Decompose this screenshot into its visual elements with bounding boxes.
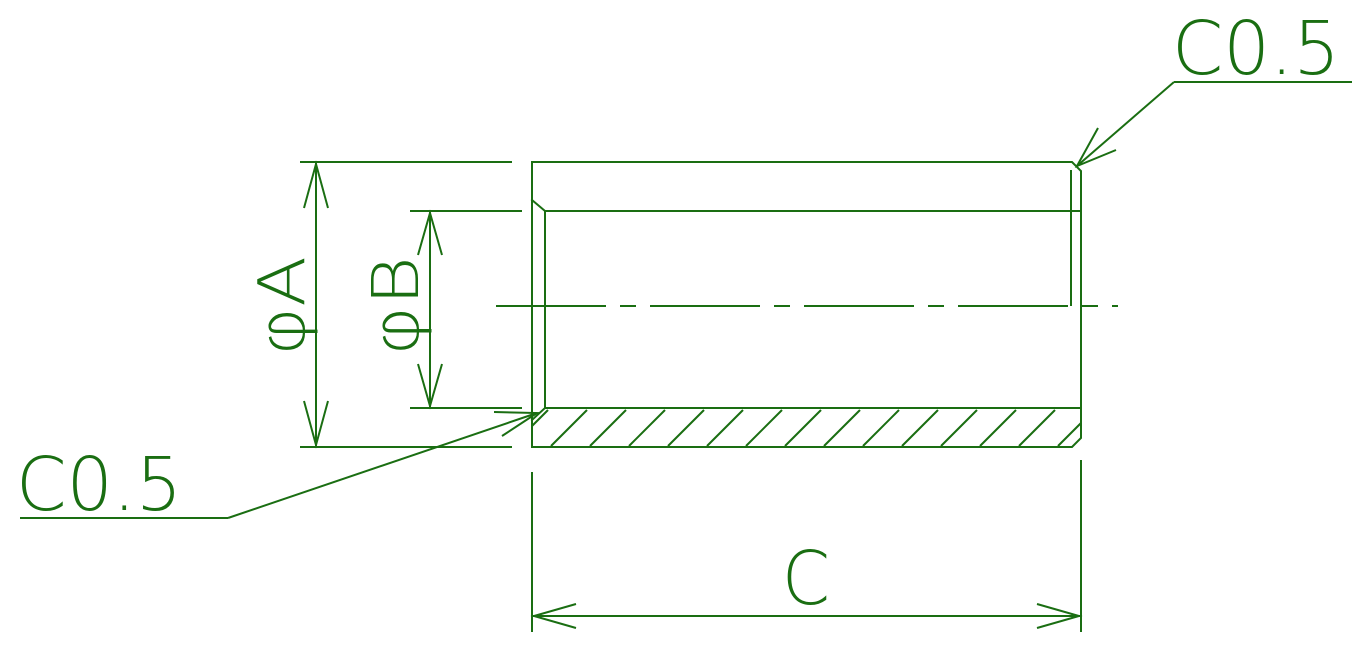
hatch-line [979, 409, 1017, 447]
hatch-line [784, 409, 822, 447]
hatch-line [1057, 422, 1082, 447]
hatch-line [667, 409, 705, 447]
hatch-line [628, 409, 666, 447]
dimension-length [530, 460, 1083, 632]
leader-top-chamfer [1074, 81, 1352, 169]
hatch-line [862, 409, 900, 447]
hatch-line [550, 409, 588, 447]
hatch-line [1018, 409, 1056, 447]
hatch-line [745, 409, 783, 447]
hatch-line [589, 409, 627, 447]
part-outline [530, 161, 1082, 448]
hatch-line [531, 409, 549, 427]
leader-bottom-chamfer [20, 411, 541, 519]
hatch-line [901, 409, 939, 447]
label-chamfer-bottom: C0.5 [16, 442, 182, 528]
label-length-c: C [782, 536, 830, 622]
section-hatch [531, 409, 1082, 447]
hatch-line [940, 409, 978, 447]
label-chamfer-top: C0.5 [1172, 6, 1340, 92]
dimension-inner-diameter [410, 209, 522, 410]
label-inner-diameter: φB [360, 256, 434, 356]
hatch-line [823, 409, 861, 447]
dimension-outer-diameter [300, 160, 512, 449]
label-outer-diameter: φA [246, 256, 320, 356]
hatch-line [706, 409, 744, 447]
